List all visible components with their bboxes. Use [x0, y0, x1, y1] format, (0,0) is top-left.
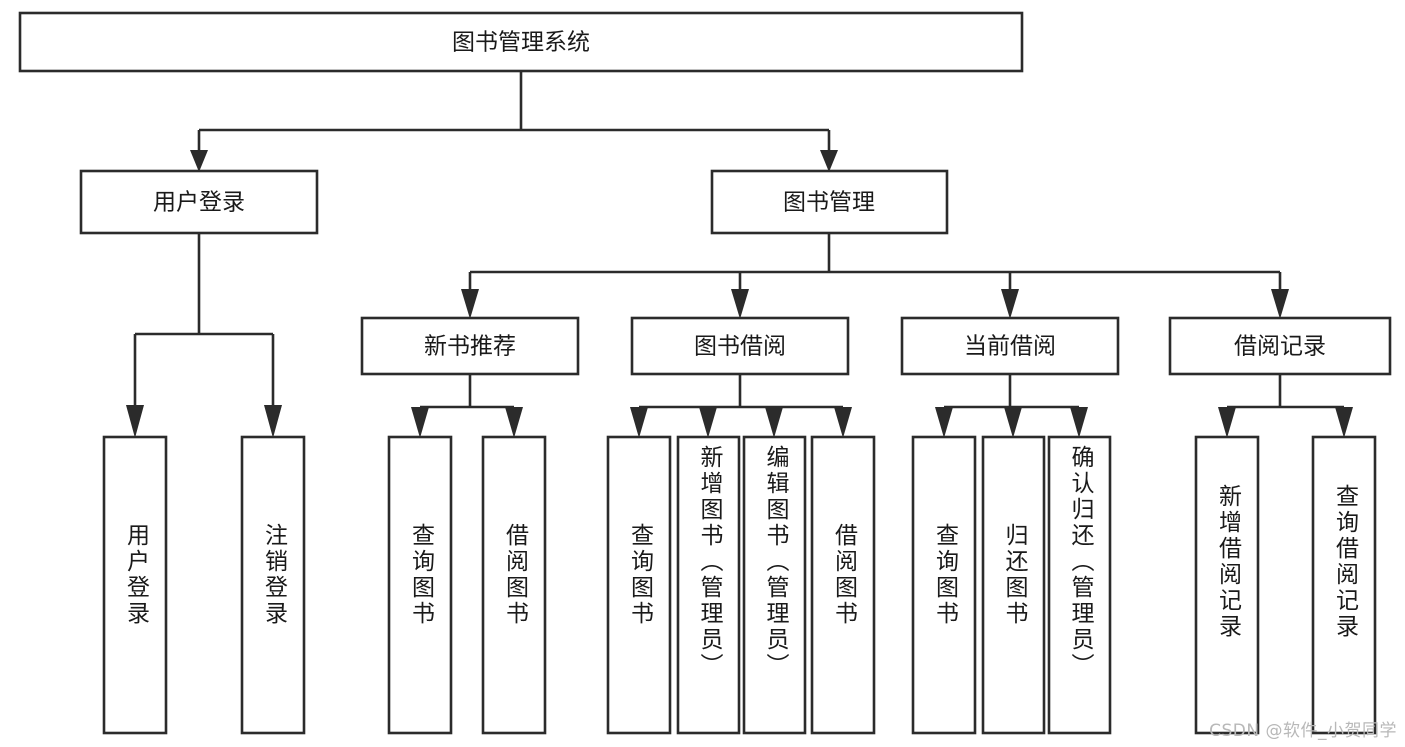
arrow-head-group-new-books: [461, 289, 479, 319]
arrow-head-leaf-4: [699, 407, 717, 438]
node-box-leaf-add-borrow-record[interactable]: [1194, 435, 1260, 735]
node-label-user-login: 用户登录: [153, 190, 245, 216]
node-box-new-book-recommend[interactable]: [360, 316, 580, 376]
node-label-book-borrow: 图书借阅: [694, 334, 786, 360]
arrow-head-leaf-1: [411, 407, 429, 438]
node-box-root[interactable]: [18, 11, 1024, 73]
node-label-root: 图书管理系统: [452, 30, 590, 56]
arrow-head-user-login-leaf1: [126, 405, 144, 438]
arrow-head-user-login-leaf2: [264, 405, 282, 438]
connector-layer: [126, 71, 1353, 438]
arrow-head-leaf-10: [1218, 407, 1236, 438]
node-box-book-borrow[interactable]: [630, 316, 850, 376]
node-label-current-borrow: 当前借阅: [964, 334, 1056, 360]
node-box-leaf-user-login[interactable]: [102, 435, 168, 735]
node-label-borrow-records: 借阅记录: [1234, 334, 1326, 360]
arrow-head-leaf-5: [765, 407, 783, 438]
node-box-leaf-query-borrow-record[interactable]: [1311, 435, 1377, 735]
node-box-leaf-borrow-books-recommend[interactable]: [481, 435, 547, 735]
arrow-head-book-mgmt: [820, 150, 838, 172]
node-layer: 图书管理系统 用户登录 图书管理 新书推荐 图书借阅 当前借阅 借阅记录: [18, 11, 1392, 735]
arrow-head-leaf-8: [1004, 407, 1022, 438]
node-label-new-book-recommend: 新书推荐: [424, 334, 516, 360]
node-box-leaf-query-books-borrow[interactable]: [606, 435, 672, 735]
arrow-head-group-records: [1271, 289, 1289, 319]
arrow-head-leaf-11: [1335, 407, 1353, 438]
arrow-head-leaf-2: [505, 407, 523, 438]
arrow-head-leaf-9: [1070, 407, 1088, 438]
node-box-current-borrow[interactable]: [900, 316, 1120, 376]
csdn-watermark: CSDN @软件_小贺同学: [1209, 721, 1397, 741]
node-box-leaf-add-book-admin[interactable]: [676, 435, 741, 735]
node-box-leaf-confirm-return-admin[interactable]: [1047, 435, 1112, 735]
node-box-book-management[interactable]: [710, 169, 949, 235]
arrow-head-leaf-7: [935, 407, 953, 438]
node-box-leaf-edit-book-admin[interactable]: [742, 435, 807, 735]
node-box-leaf-query-books-recommend[interactable]: [387, 435, 453, 735]
arrow-head-leaf-6: [834, 407, 852, 438]
arrow-head-leaf-3: [630, 407, 648, 438]
arrow-head-group-borrow: [731, 289, 749, 319]
node-box-leaf-query-books-current[interactable]: [911, 435, 977, 735]
node-box-borrow-records[interactable]: [1168, 316, 1392, 376]
node-box-leaf-return-book[interactable]: [981, 435, 1046, 735]
node-label-book-management: 图书管理: [783, 190, 875, 216]
node-box-user-login[interactable]: [79, 169, 319, 235]
arrow-head-user-login: [190, 150, 208, 172]
node-box-leaf-borrow-book[interactable]: [810, 435, 876, 735]
node-box-leaf-user-logout[interactable]: [240, 435, 306, 735]
arrow-head-group-current: [1001, 289, 1019, 319]
